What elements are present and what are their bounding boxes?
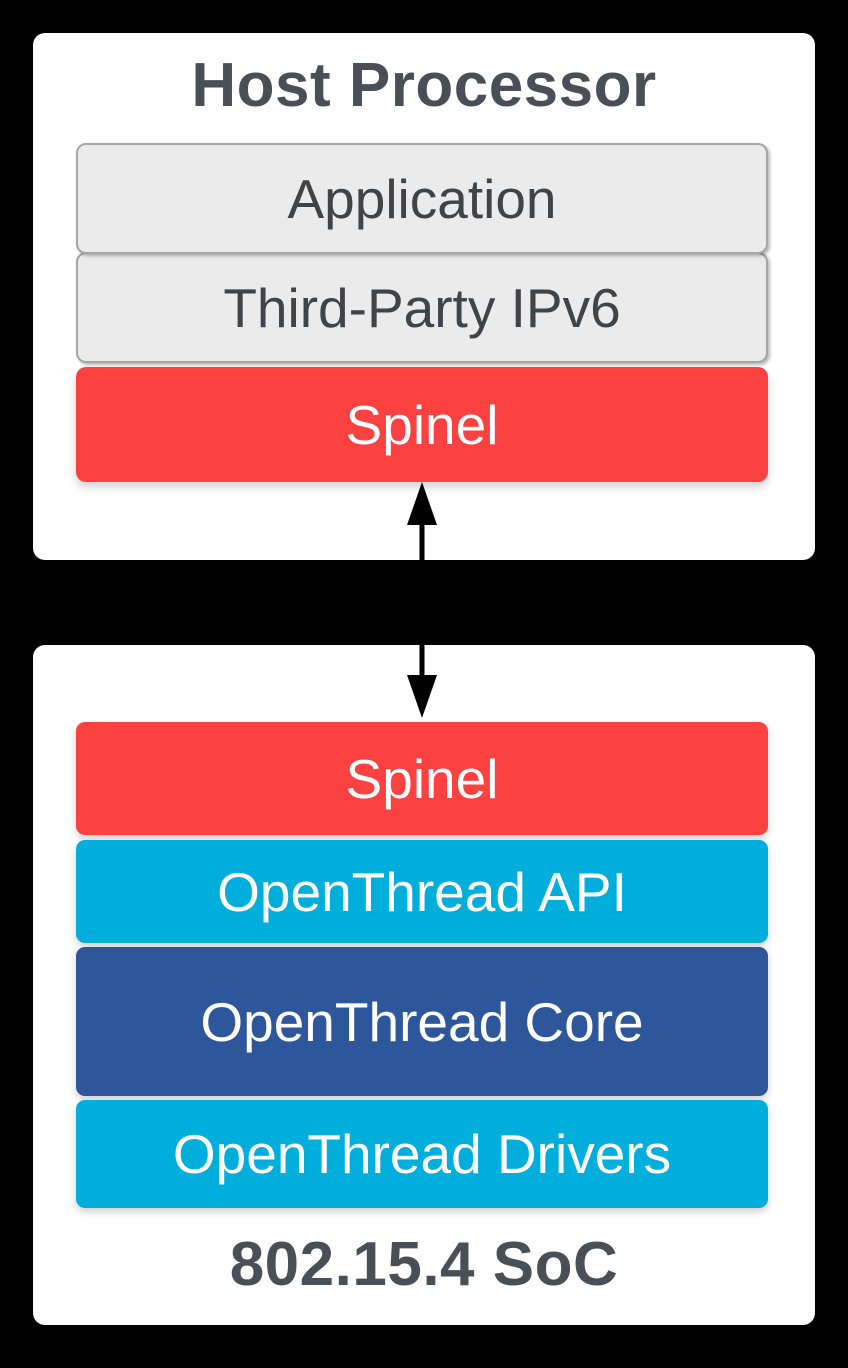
host-processor-card: Host Processor Application Third-Party I…	[33, 33, 815, 560]
layer-openthread-drivers: OpenThread Drivers	[76, 1100, 768, 1208]
layer-spinel-host: Spinel	[76, 367, 768, 482]
layer-openthread-core: OpenThread Core	[76, 947, 768, 1096]
soc-layer-stack: Spinel OpenThread API OpenThread Core Op…	[76, 722, 768, 1208]
layer-spinel-soc: Spinel	[76, 722, 768, 835]
bidirectional-arrow-icon	[407, 482, 437, 718]
layer-third-party-ipv6: Third-Party IPv6	[76, 252, 768, 363]
host-layer-stack: Application Third-Party IPv6 Spinel	[76, 143, 768, 482]
layer-openthread-api: OpenThread API	[76, 840, 768, 943]
host-processor-title: Host Processor	[191, 50, 657, 120]
layer-application: Application	[76, 143, 768, 254]
soc-title: 802.15.4 SoC	[229, 1229, 619, 1299]
soc-card: Spinel OpenThread API OpenThread Core Op…	[33, 645, 815, 1325]
